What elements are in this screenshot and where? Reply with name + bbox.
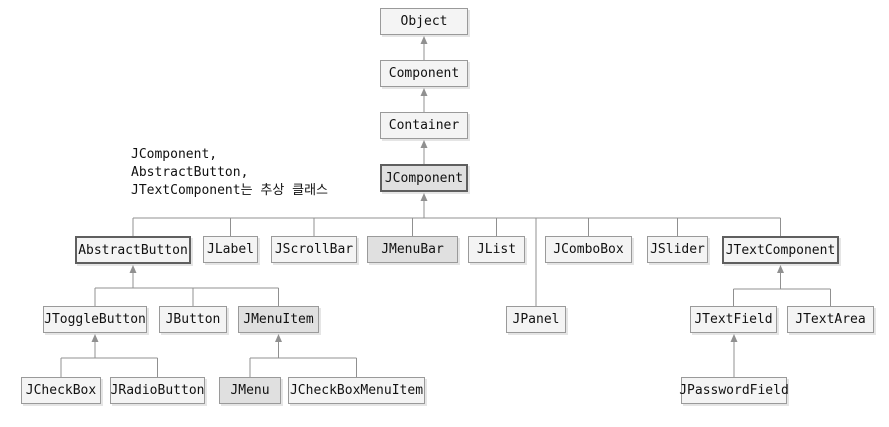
class-node-jcombobox: JComboBox [545, 236, 632, 263]
inheritance-arrowhead [420, 88, 428, 96]
inheritance-arrowhead [420, 193, 428, 201]
note-line-1: JComponent, [131, 147, 218, 162]
class-node-jpanel: JPanel [506, 306, 566, 333]
inheritance-arrowhead [420, 140, 428, 148]
class-node-jbutton: JButton [159, 306, 227, 333]
class-node-container: Container [380, 112, 468, 139]
class-node-jcheckbox: JCheckBox [21, 377, 101, 404]
inheritance-arrowhead [777, 265, 784, 273]
class-node-jradiobutton: JRadioButton [110, 377, 205, 404]
class-node-component: Component [380, 60, 468, 87]
class-node-jtextfield: JTextField [690, 306, 777, 333]
class-node-jpasswordfield: JPasswordField [679, 377, 789, 404]
class-node-jcheckboxmenuitem: JCheckBoxMenuItem [288, 377, 425, 404]
class-node-jmenubar: JMenuBar [367, 236, 458, 263]
inheritance-arrowhead [129, 265, 137, 273]
class-node-jmenu: JMenu [219, 377, 281, 404]
inheritance-arrowhead [730, 334, 738, 342]
class-node-abstractbutton: AbstractButton [75, 236, 191, 264]
class-node-object: Object [380, 8, 468, 35]
abstract-classes-note: JComponent, AbstractButton, JTextCompone… [131, 146, 328, 200]
note-line-2: AbstractButton, [131, 165, 249, 180]
class-node-jscrollbar: JScrollBar [271, 236, 357, 263]
inheritance-arrowhead [420, 36, 428, 44]
note-line-3: JTextComponent는 추상 클래스 [131, 183, 328, 198]
class-node-jtogglebutton: JToggleButton [43, 306, 147, 333]
inheritance-arrowhead [275, 334, 282, 342]
class-node-jlabel: JLabel [203, 236, 258, 263]
class-node-jslider: JSlider [647, 236, 708, 263]
class-node-jcomponent: JComponent [380, 164, 468, 192]
class-node-jmenuitem: JMenuItem [238, 306, 319, 333]
class-node-jtextcomponent: JTextComponent [722, 236, 839, 264]
inheritance-arrowhead [91, 334, 99, 342]
class-node-jtextarea: JTextArea [787, 306, 874, 333]
class-node-jlist: JList [468, 236, 525, 263]
